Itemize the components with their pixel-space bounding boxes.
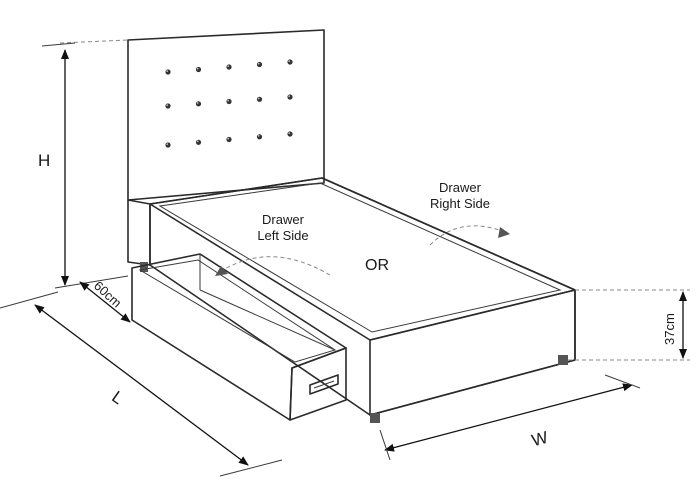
tuft-button-highlight [166,143,169,146]
tuft-button-highlight [257,135,260,137]
tuft-button [195,139,202,145]
drawer-right-label-line2: Right Side [430,196,490,211]
headboard [127,29,325,201]
base-height-label: 37cm [662,313,677,345]
height-label: H [38,151,50,170]
drawer-right-arrow [429,225,506,246]
length-label: L [108,387,127,408]
leg-left [140,262,148,272]
tuft-button [256,134,263,140]
drawer [131,253,347,421]
tuft-button-highlight [288,60,291,63]
tuft-button [165,69,171,75]
tuft-button [287,59,293,65]
tuft-button [195,66,202,73]
tuft-button-highlight [196,102,199,104]
or-label: OR [365,257,389,274]
tuft-button [226,136,232,143]
tuft-button-highlight [196,67,199,70]
drawer-left-label-line2: Left Side [257,228,308,243]
tuft-button-highlight [227,99,230,102]
tuft-button-highlight [196,140,199,143]
leg-front [370,413,380,423]
tuft-button-highlight [288,132,291,135]
length-dimension-arrow [34,304,249,466]
leg-right [558,355,568,365]
tuft-button-highlight [227,137,230,140]
drawer-left-arrow [219,256,331,276]
tuft-button [226,64,232,70]
tuft-button [165,103,171,109]
base-foot-panel [369,289,576,416]
drawer-right-label-line1: Drawer [439,180,482,195]
headboard-buttons [165,59,293,148]
width-label: W [530,428,550,451]
drawer-left-label-line1: Drawer [262,212,305,227]
drawer-depth-arrow [79,281,131,323]
base-left-panel [127,199,151,266]
tuft-button [287,131,293,137]
tuft-button-highlight [227,65,230,68]
tuft-button-highlight [257,62,260,65]
tuft-button-highlight [166,104,169,107]
tuft-button [256,96,263,102]
tuft-button [226,98,232,105]
drawer-handle [309,374,339,395]
tuft-button [287,94,293,100]
tuft-button [256,61,263,68]
tuft-button [165,142,171,148]
tuft-button-highlight [257,97,260,100]
mattress-edge [158,182,562,333]
tuft-button-highlight [288,95,291,98]
tuft-button-highlight [166,70,169,73]
tuft-button [195,101,202,107]
width-dimension-arrow [384,383,633,452]
